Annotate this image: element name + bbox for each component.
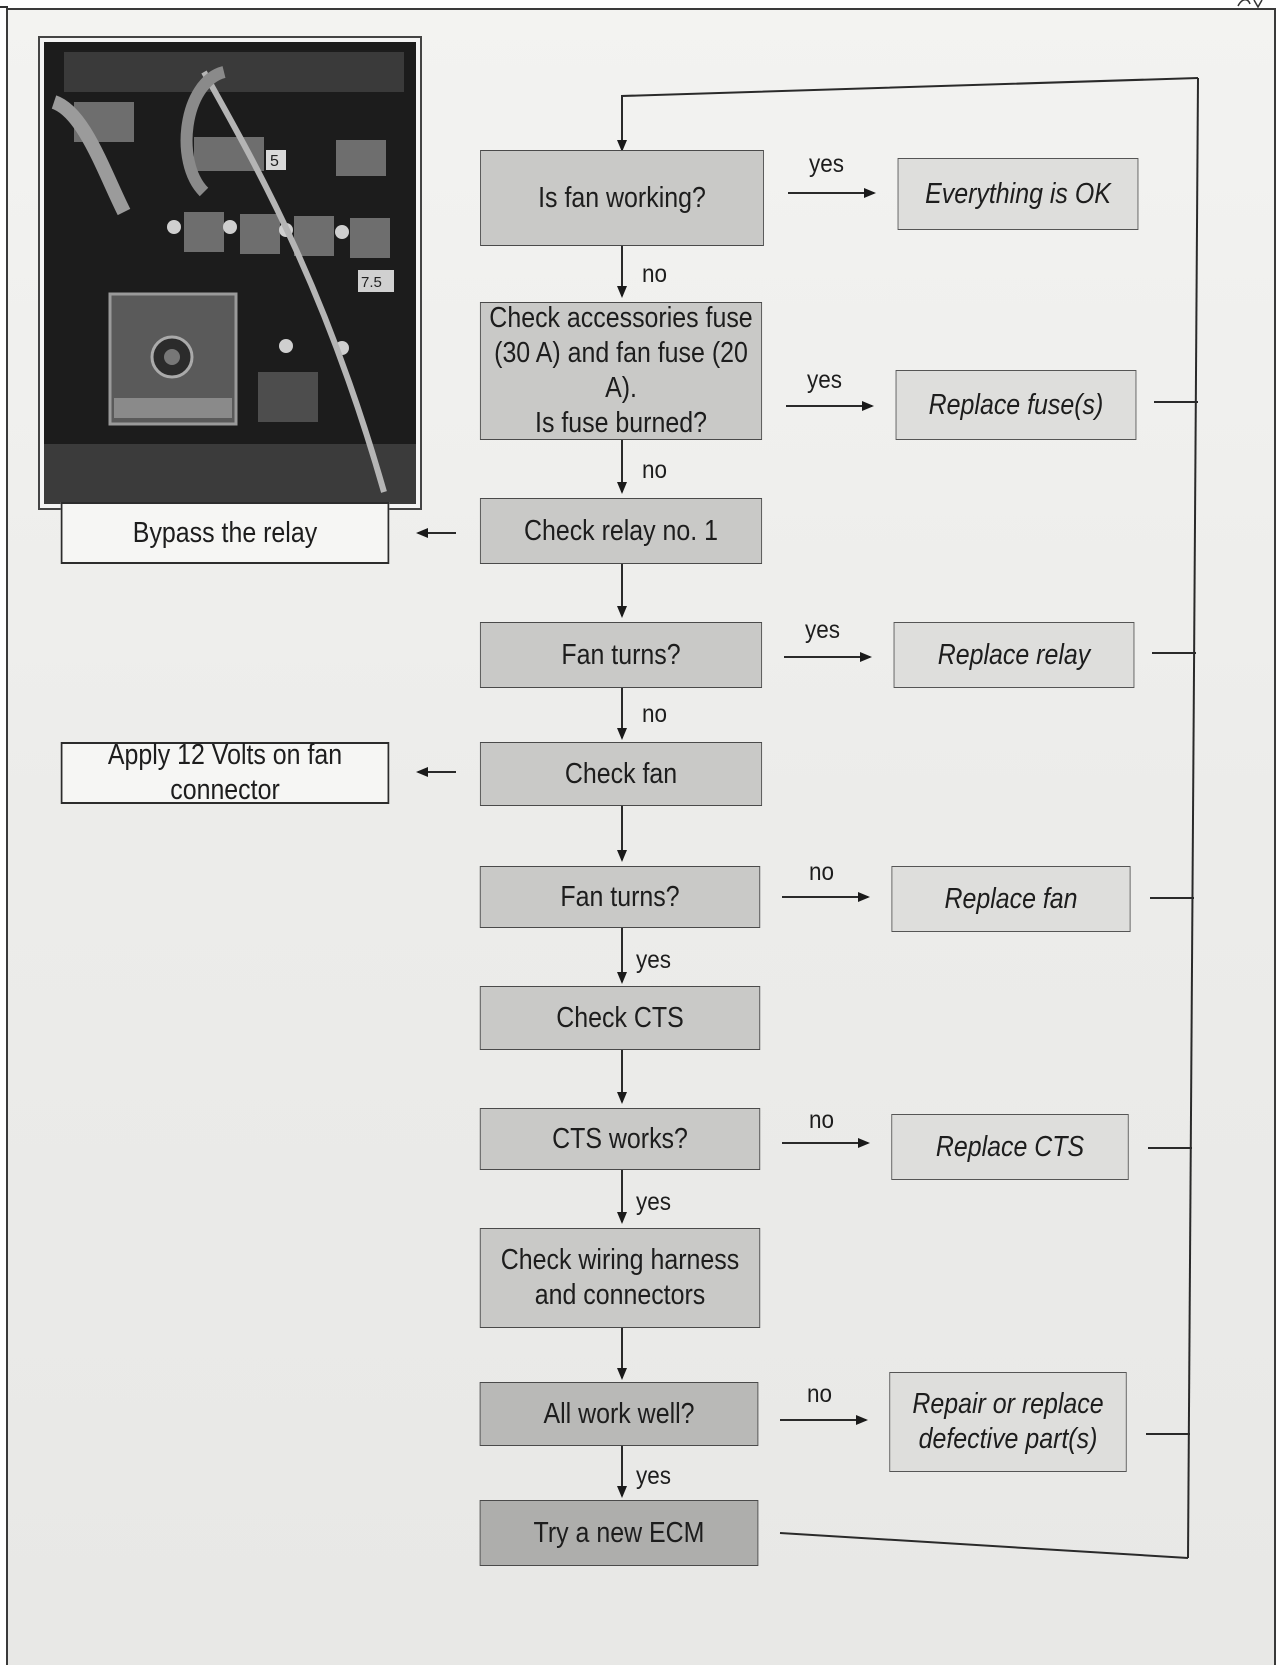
fan-working-decision: Is fan working? xyxy=(480,150,764,246)
check-wiring-step: Check wiring harness and connectors xyxy=(479,1228,761,1328)
fuse-no-label: no xyxy=(642,456,668,484)
replace-cts-result: Replace CTS xyxy=(891,1114,1129,1180)
apply-12v-action: Apply 12 Volts on fan connector xyxy=(60,739,390,806)
all-work-well-decision: All work well? xyxy=(479,1382,759,1446)
relay-box-photo: 5 7.5 xyxy=(38,36,422,510)
all-work-yes-label: yes xyxy=(636,1462,672,1490)
check-fuse-decision: Check accessories fuse (30 A) and fan fu… xyxy=(479,302,763,440)
fan-turns-decision-2: Fan turns? xyxy=(479,866,761,928)
fan-turns-2-yes-label: yes xyxy=(636,946,672,974)
relay-box-image: 5 7.5 xyxy=(44,42,416,504)
check-cts-step: Check CTS xyxy=(479,986,761,1050)
repair-replace-result: Repair or replace defective part(s) xyxy=(889,1372,1127,1472)
everything-ok-result: Everything is OK xyxy=(897,158,1139,230)
fan-working-yes-label: yes xyxy=(809,150,845,178)
connector-lines xyxy=(416,77,1199,1559)
try-new-ecm-step: Try a new ECM xyxy=(479,1500,759,1566)
replace-fan-result: Replace fan xyxy=(891,866,1131,932)
check-fan-step: Check fan xyxy=(479,742,763,806)
bypass-relay-action: Bypass the relay xyxy=(60,502,390,564)
return-line-top xyxy=(617,77,1199,152)
fuse-7-5-label: 7.5 xyxy=(361,274,382,291)
flowchart-page: 5 7.5 Is fan working? Check accessories … xyxy=(6,8,1276,1665)
replace-fuse-result: Replace fuse(s) xyxy=(895,370,1137,440)
page-edge-tick xyxy=(0,6,8,8)
fuse-5-label: 5 xyxy=(270,153,279,170)
fan-working-no-label: no xyxy=(642,260,668,288)
fan-turns-2-no-label: no xyxy=(809,858,835,886)
check-relay-step: Check relay no. 1 xyxy=(479,498,763,564)
cts-no-label: no xyxy=(809,1106,835,1134)
cts-yes-label: yes xyxy=(636,1188,672,1216)
replace-relay-result: Replace relay xyxy=(893,622,1135,688)
return-from-ecm xyxy=(779,1532,1189,1559)
all-work-no-label: no xyxy=(807,1380,833,1408)
fan-turns-1-no-label: no xyxy=(642,700,668,728)
fan-turns-decision-1: Fan turns? xyxy=(479,622,763,688)
fuse-yes-label: yes xyxy=(807,366,843,394)
fan-turns-1-yes-label: yes xyxy=(805,616,841,644)
cts-works-decision: CTS works? xyxy=(479,1108,761,1170)
page-corner-fragment xyxy=(1237,0,1263,8)
return-line-right xyxy=(1187,77,1199,1559)
